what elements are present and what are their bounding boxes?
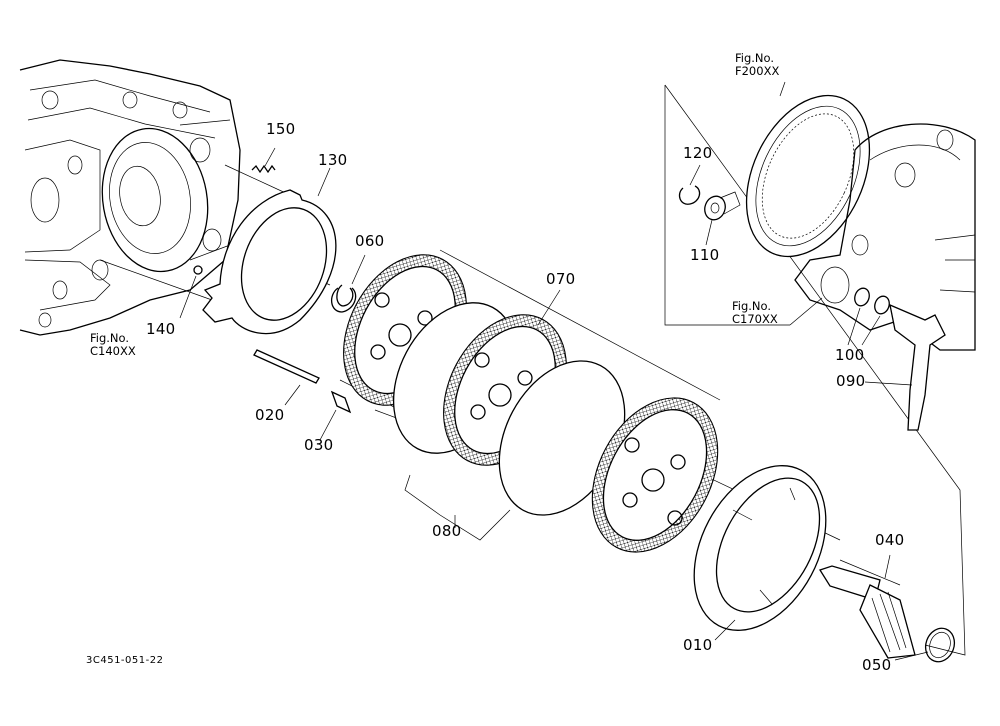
part-label-130: 130 <box>318 151 348 169</box>
snap-ring-060 <box>331 254 366 313</box>
snap-ring-120 <box>678 164 701 205</box>
part-label-060: 060 <box>355 232 385 250</box>
part-label-090: 090 <box>836 372 866 390</box>
figure-ref-f200-line2: F200XX <box>735 64 780 78</box>
part-label-080: 080 <box>432 522 462 540</box>
bearing-110 <box>704 191 741 246</box>
part-label-020: 020 <box>255 406 285 424</box>
part-label-050: 050 <box>862 656 892 674</box>
part-label-070: 070 <box>546 270 576 288</box>
figure-ref-c140-line1: Fig.No. <box>90 331 130 345</box>
friction-plate-3 <box>591 397 719 553</box>
ball-140 <box>179 265 203 319</box>
shaft-040 <box>819 554 916 659</box>
axle-housing-c170 <box>789 123 976 351</box>
figure-ref-c140-line2: C140XX <box>90 344 136 358</box>
figure-ref-c170: Fig.No. C170XX <box>732 300 778 326</box>
inset-frame <box>664 85 790 326</box>
lever-shaft-090 <box>864 303 946 431</box>
part-label-100: 100 <box>835 346 865 364</box>
spring-150 <box>251 147 276 174</box>
part-label-120: 120 <box>683 144 713 162</box>
leader-070 <box>537 289 561 326</box>
part-label-150: 150 <box>266 120 296 138</box>
figure-ref-c170-line1: Fig.No. <box>732 299 772 313</box>
figure-ref-f200: Fig.No. F200XX <box>735 52 779 78</box>
part-label-030: 030 <box>304 436 334 454</box>
part-label-110: 110 <box>690 246 720 264</box>
diagram-code: 3C451-051-22 <box>86 655 164 666</box>
pin-020 <box>253 349 320 406</box>
part-label-140: 140 <box>146 320 176 338</box>
plate-130 <box>202 167 337 335</box>
part-label-040: 040 <box>875 531 905 549</box>
bracket-080 <box>404 474 511 541</box>
part-label-010: 010 <box>683 636 713 654</box>
transmission-housing <box>19 59 241 336</box>
o-ring-050 <box>894 627 956 663</box>
o-rings-100 <box>847 287 890 346</box>
ring-gear-f200 <box>745 81 871 258</box>
piston-010 <box>693 465 827 641</box>
bushing-030 <box>319 390 352 441</box>
figure-ref-f200-line1: Fig.No. <box>735 51 775 65</box>
figure-ref-c140: Fig.No. C140XX <box>90 332 136 358</box>
figure-ref-c170-line2: C170XX <box>732 312 778 326</box>
